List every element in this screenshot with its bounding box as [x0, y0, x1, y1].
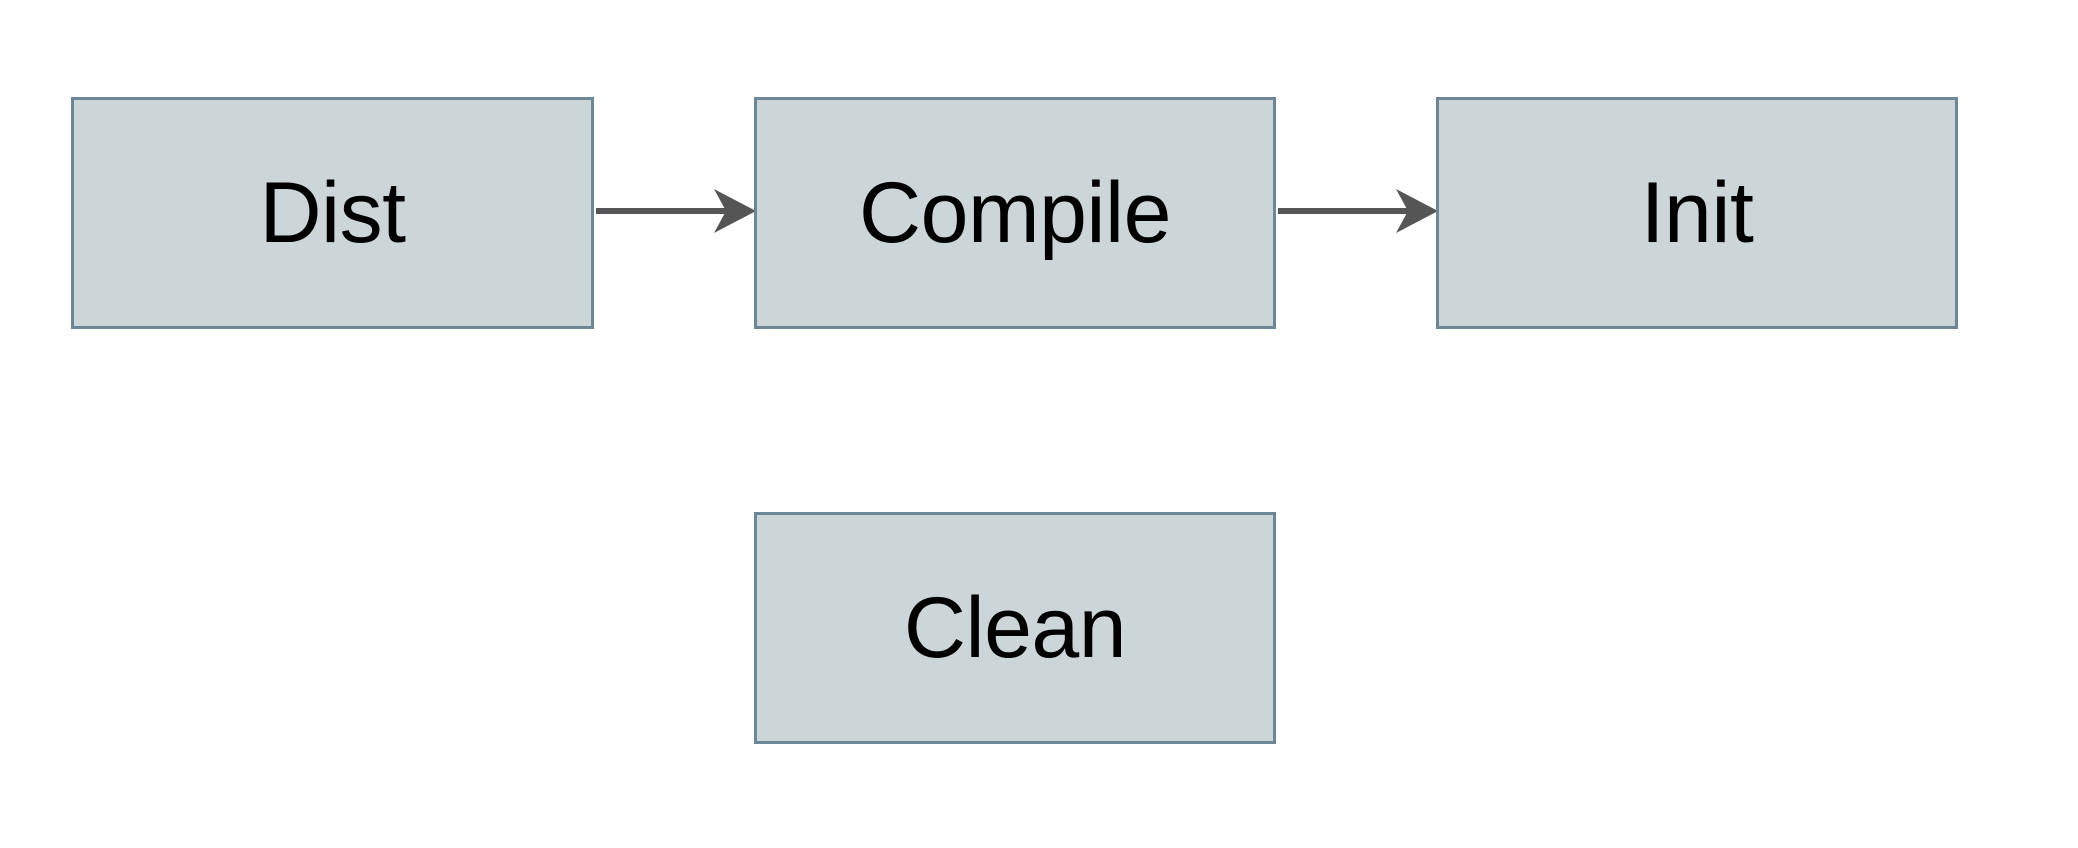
node-label: Init: [1640, 165, 1754, 261]
diagram-edge-compile-to-init[interactable]: [1272, 180, 1444, 242]
diagram-edge-dist-to-compile[interactable]: [590, 180, 762, 242]
node-label: Dist: [259, 165, 406, 261]
diagram-node-clean[interactable]: Clean: [754, 512, 1276, 744]
diagram-node-compile[interactable]: Compile: [754, 97, 1276, 329]
arrowhead-icon: [1396, 189, 1438, 233]
node-label: Compile: [859, 165, 1171, 261]
arrowhead-icon: [714, 189, 756, 233]
node-label: Clean: [903, 580, 1127, 676]
diagram-node-init[interactable]: Init: [1436, 97, 1958, 329]
diagram-node-dist[interactable]: Dist: [71, 97, 594, 329]
